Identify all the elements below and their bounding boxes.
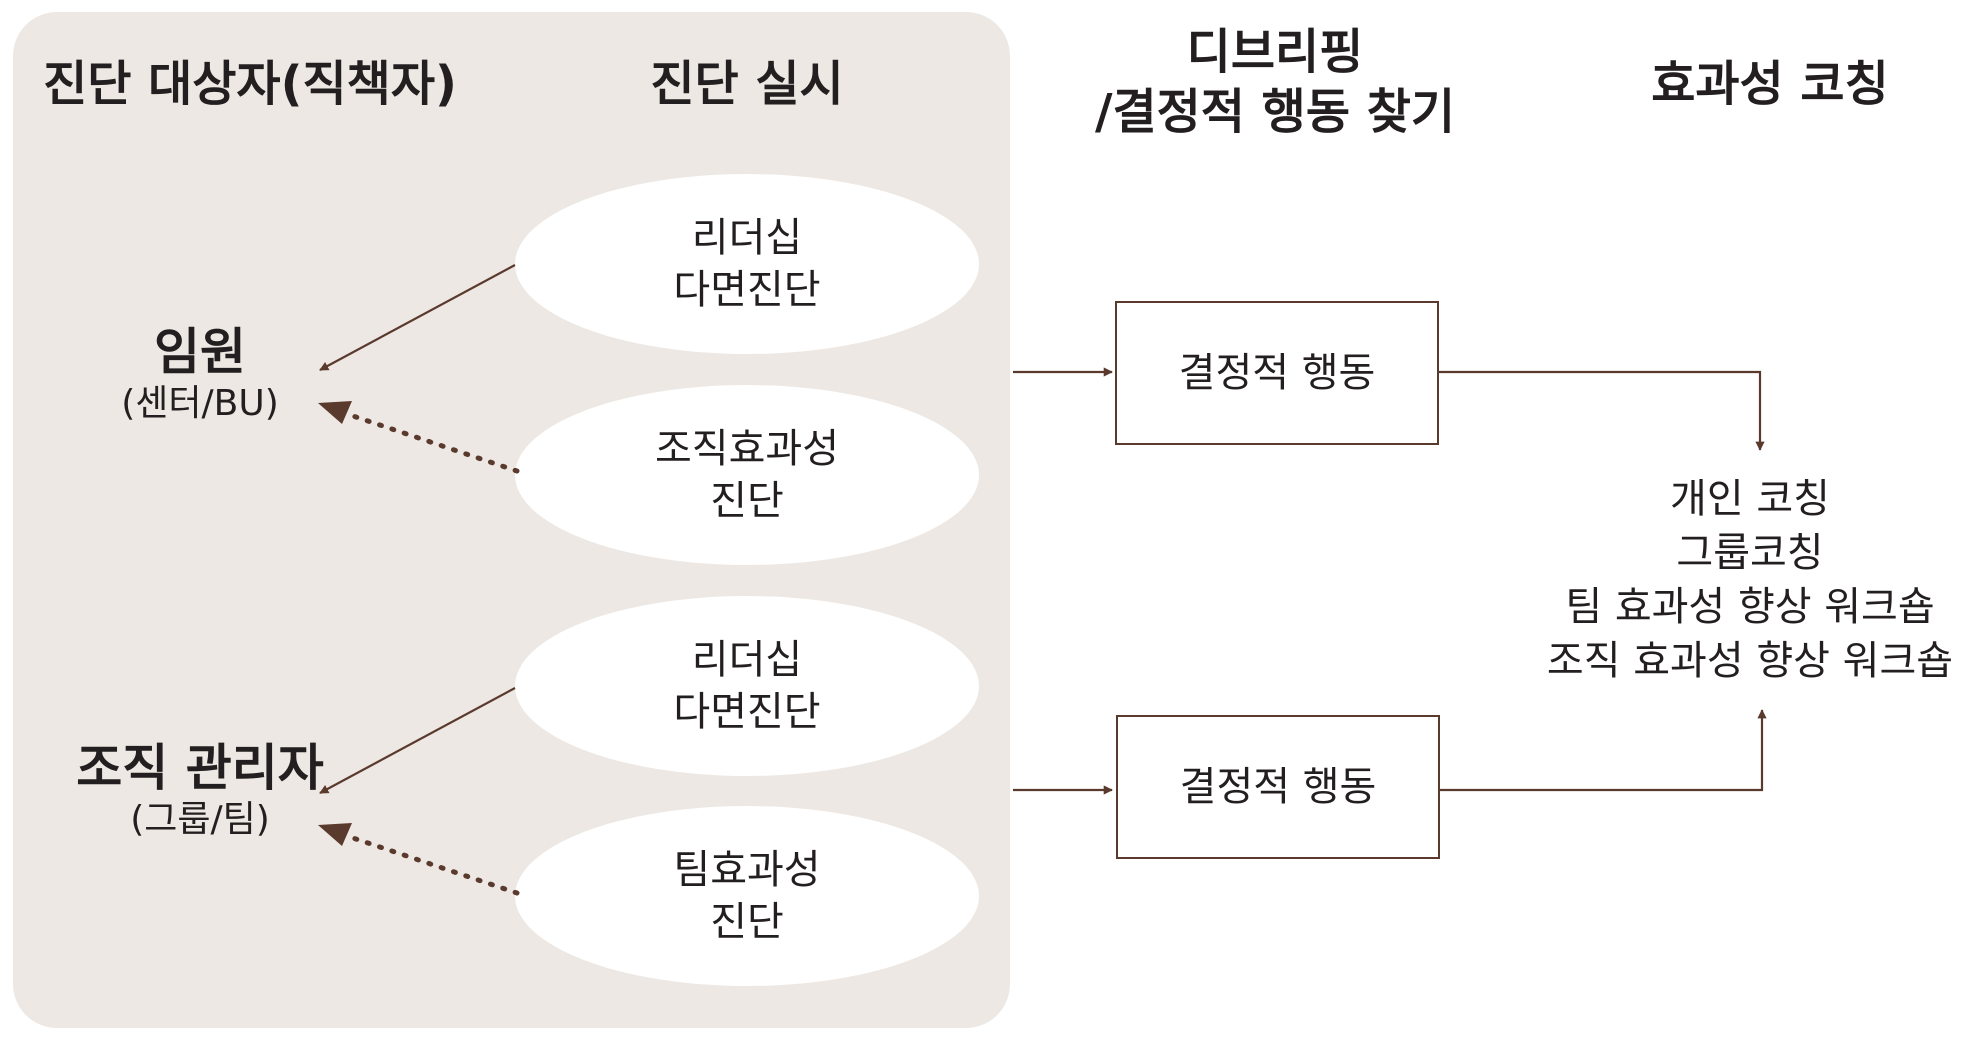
header-diagnosis: 진단 실시 [650, 56, 844, 112]
coaching-item-org-workshop: 조직 효과성 향상 워크숍 [1546, 638, 1954, 684]
diagnosis-oval-1 [515, 174, 979, 354]
connector-box-1-to-coaching [1438, 370, 1765, 451]
coaching-item-group: 그룹코칭 [1676, 530, 1824, 576]
coaching-item-team-workshop: 팀 효과성 향상 워크숍 [1565, 584, 1935, 630]
target-manager: 조직 관리자 (그룹/팀) [30, 738, 370, 842]
diagnosis-leadership-1: 리더십 다면진단 [567, 212, 927, 316]
arrowhead-org-effectiveness [318, 401, 352, 424]
header-coaching: 효과성 코칭 [1651, 56, 1889, 112]
header-debriefing-line1: 디브리핑 [1186, 24, 1364, 80]
header-debriefing-line2: /결정적 행동 찾기 [1094, 84, 1456, 140]
target-manager-label: 조직 관리자 [76, 739, 324, 797]
diagnosis-team-effectiveness-line1: 팀효과성 [673, 847, 821, 893]
diagnosis-oval-4 [515, 806, 979, 986]
header-debriefing: 디브리핑 /결정적 행동 찾기 [1050, 22, 1500, 142]
target-executive-label: 임원 [154, 323, 246, 381]
debriefing-box-2-label: 결정적 행동 [1179, 764, 1377, 810]
debriefing-box-1-label: 결정적 행동 [1178, 350, 1376, 396]
arrow-team-effectiveness-to-manager [347, 834, 520, 896]
diagnosis-oval-2 [515, 385, 979, 565]
diagnosis-org-effectiveness-line2: 진단 [710, 478, 784, 524]
target-executive: 임원 (센터/BU) [50, 322, 350, 426]
header-targets: 진단 대상자(직책자) [43, 56, 457, 112]
diagnosis-leadership-2-line2: 다면진단 [673, 689, 821, 735]
target-manager-sub: (그룹/팀) [130, 799, 270, 840]
diagnosis-leadership-1-line1: 리더십 [691, 215, 803, 261]
arrow-org-effectiveness-to-executive [347, 412, 520, 474]
diagnosis-org-effectiveness: 조직효과성 진단 [567, 423, 927, 527]
diagnosis-leadership-1-line2: 다면진단 [673, 267, 821, 313]
diagnosis-leadership-2: 리더십 다면진단 [567, 634, 927, 738]
diagnosis-org-effectiveness-line1: 조직효과성 [655, 426, 839, 472]
debriefing-box-2 [1116, 715, 1440, 859]
coaching-item-individual: 개인 코칭 [1670, 476, 1830, 522]
arrow-leadership-to-executive [319, 264, 516, 371]
diagnosis-team-effectiveness-line2: 진단 [710, 899, 784, 945]
coaching-list: 개인 코칭 그룹코칭 팀 효과성 향상 워크숍 조직 효과성 향상 워크숍 [1540, 472, 1960, 688]
target-executive-sub: (센터/BU) [121, 383, 279, 424]
diagnosis-leadership-2-line1: 리더십 [691, 637, 803, 683]
connector-box-2-to-coaching [1439, 709, 1767, 792]
diagnosis-team-effectiveness: 팀효과성 진단 [567, 844, 927, 948]
debriefing-box-1 [1115, 301, 1439, 445]
arrow-leadership-to-manager [319, 687, 516, 794]
arrowhead-team-effectiveness [318, 823, 352, 846]
diagnosis-oval-3 [515, 596, 979, 776]
